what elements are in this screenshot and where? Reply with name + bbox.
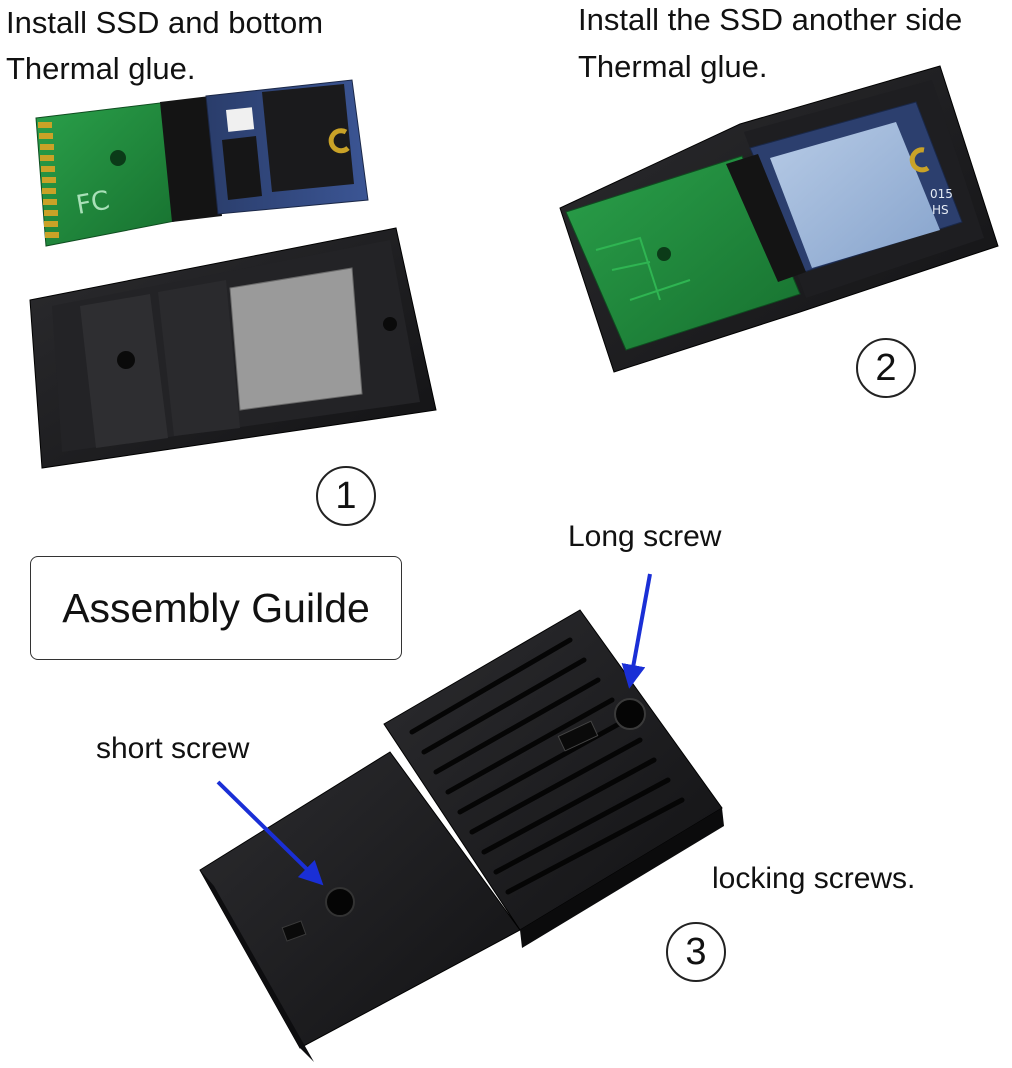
long-screw-label: Long screw (568, 520, 722, 553)
thermal-pad-gray (229, 267, 363, 411)
step1-number-badge: 1 (316, 466, 376, 526)
ssd-text-1: 015 (930, 187, 953, 201)
heatsink-fins (409, 637, 685, 895)
adapter-pcb: FC (35, 96, 222, 247)
short-screw-label: short screw (96, 732, 250, 765)
heatsink-cover (383, 609, 724, 948)
assembly-guide-title: Assembly Guilde (30, 556, 402, 660)
short-screw-arrow (216, 780, 324, 886)
long-screw (557, 720, 599, 752)
long-screw-arrow (621, 573, 652, 689)
step3-illustration (199, 573, 724, 1062)
bottom-plate (199, 751, 521, 1062)
enclosure-tray-1 (29, 227, 437, 469)
ssd-text-2: HS (932, 203, 949, 217)
adapter-pcb-2 (565, 154, 806, 351)
step2-illustration: 015 HS (559, 65, 999, 373)
long-screw-hole (614, 698, 646, 730)
thermal-pad-blue (770, 122, 940, 268)
locking-screw (281, 920, 307, 942)
step3-number-badge: 3 (666, 922, 726, 982)
step1-caption-line2: Thermal glue. (6, 51, 196, 86)
step1-illustration: FC (29, 79, 437, 469)
locking-screws-label: locking screws. (712, 862, 916, 895)
gold-pins (38, 122, 59, 238)
step2-caption-line2: Thermal glue. (578, 49, 768, 84)
step1-caption-line1: Install SSD and bottom (6, 5, 324, 40)
step2-number-badge: 2 (856, 338, 916, 398)
step2-caption-line1: Install the SSD another side (578, 2, 963, 37)
short-screw-hole (325, 887, 355, 917)
ssd-module-2: 015 HS (749, 101, 963, 273)
ssd-module (205, 79, 369, 215)
fc-mark: FC (74, 186, 112, 221)
